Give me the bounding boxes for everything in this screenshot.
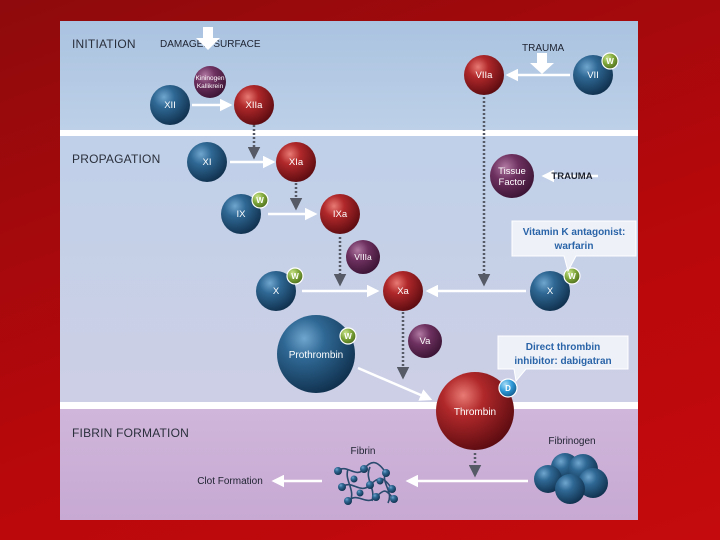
prothrombin-sphere: Prothrombin <box>277 315 355 393</box>
section-divider <box>60 130 638 136</box>
svg-text:W: W <box>568 272 576 281</box>
factor-x-left-sphere: X <box>256 271 296 311</box>
trauma-label-mid: TRAUMA <box>551 171 592 182</box>
svg-text:Va: Va <box>420 336 432 347</box>
svg-text:Vitamin K antagonist:: Vitamin K antagonist: <box>523 227 626 238</box>
damaged-surface-arrow <box>196 27 220 50</box>
warfarin-badge: W <box>563 267 581 285</box>
svg-text:IXa: IXa <box>333 209 348 220</box>
warfarin-callout: Vitamin K antagonist: warfarin <box>511 220 637 273</box>
factor-xa-sphere: Xa <box>383 271 423 311</box>
section-label-propagation: PROPAGATION <box>72 152 160 166</box>
dabigatran-callout: Direct thrombin inhibitor: dabigatran <box>497 335 629 383</box>
section-divider <box>60 402 638 409</box>
factor-xiia-sphere: XIIa <box>234 85 274 125</box>
section-label-initiation: INITIATION <box>72 37 136 51</box>
dabigatran-badge: D <box>498 378 518 398</box>
svg-text:XIa: XIa <box>289 157 304 168</box>
factor-ix-sphere: IX <box>221 194 261 234</box>
fibrinogen-label: Fibrinogen <box>548 436 595 447</box>
svg-text:W: W <box>291 272 299 281</box>
trauma-label-top: TRAUMA <box>522 43 565 54</box>
svg-text:IX: IX <box>237 209 247 220</box>
warfarin-badge: W <box>339 327 357 345</box>
svg-text:Tissue: Tissue <box>498 166 526 177</box>
warfarin-badge: W <box>251 191 269 209</box>
svg-text:XII: XII <box>164 100 176 111</box>
trauma-arrow-top <box>530 53 554 74</box>
svg-text:Thrombin: Thrombin <box>454 407 496 418</box>
warfarin-badge: W <box>601 52 619 70</box>
coagulation-cascade-diagram: INITIATION PROPAGATION FIBRIN FORMATION … <box>60 21 638 520</box>
fibrin-label: Fibrin <box>350 446 375 457</box>
svg-text:Factor: Factor <box>499 177 526 188</box>
svg-text:X: X <box>547 286 554 297</box>
svg-text:W: W <box>344 332 352 341</box>
thrombin-sphere: Thrombin <box>436 372 514 450</box>
factor-x-right-sphere: X <box>530 271 570 311</box>
factor-va-sphere: Va <box>408 324 442 358</box>
svg-text:Kallikrein: Kallikrein <box>197 83 224 90</box>
svg-text:inhibitor: dabigatran: inhibitor: dabigatran <box>514 356 611 367</box>
svg-text:Direct thrombin: Direct thrombin <box>526 342 600 353</box>
tissue-factor-sphere: Tissue Factor <box>490 154 534 198</box>
svg-text:X: X <box>273 286 280 297</box>
svg-text:VII: VII <box>587 70 599 81</box>
svg-text:W: W <box>606 57 614 66</box>
svg-text:XIIa: XIIa <box>246 100 264 111</box>
svg-text:Xa: Xa <box>397 286 409 297</box>
svg-text:VIIIa: VIIIa <box>354 252 372 262</box>
svg-text:warfarin: warfarin <box>554 241 594 252</box>
factor-viia-sphere: VIIa <box>464 55 504 95</box>
fibrinogen-cluster-icon <box>534 453 608 504</box>
svg-text:Kininogen: Kininogen <box>196 75 225 82</box>
factor-viiia-sphere: VIIIa <box>346 240 380 274</box>
svg-text:Prothrombin: Prothrombin <box>289 350 343 361</box>
coagulation-cascade-slide: INITIATION PROPAGATION FIBRIN FORMATION … <box>60 21 638 520</box>
kininogen-kallikrein-sphere: Kininogen Kallikrein <box>194 66 226 98</box>
svg-text:W: W <box>256 196 264 205</box>
factor-ixa-sphere: IXa <box>320 194 360 234</box>
svg-text:D: D <box>505 384 511 393</box>
warfarin-badge: W <box>286 267 304 285</box>
clot-formation-label: Clot Formation <box>197 476 263 487</box>
fibrin-mesh-icon <box>334 461 398 505</box>
factor-xii-sphere: XII <box>150 85 190 125</box>
svg-text:VIIa: VIIa <box>476 70 494 81</box>
factor-xi-sphere: XI <box>187 142 227 182</box>
section-label-fibrin-formation: FIBRIN FORMATION <box>72 426 189 440</box>
arrow-prothrombin-to-thrombin <box>357 366 433 401</box>
factor-xia-sphere: XIa <box>276 142 316 182</box>
svg-text:XI: XI <box>203 157 212 168</box>
